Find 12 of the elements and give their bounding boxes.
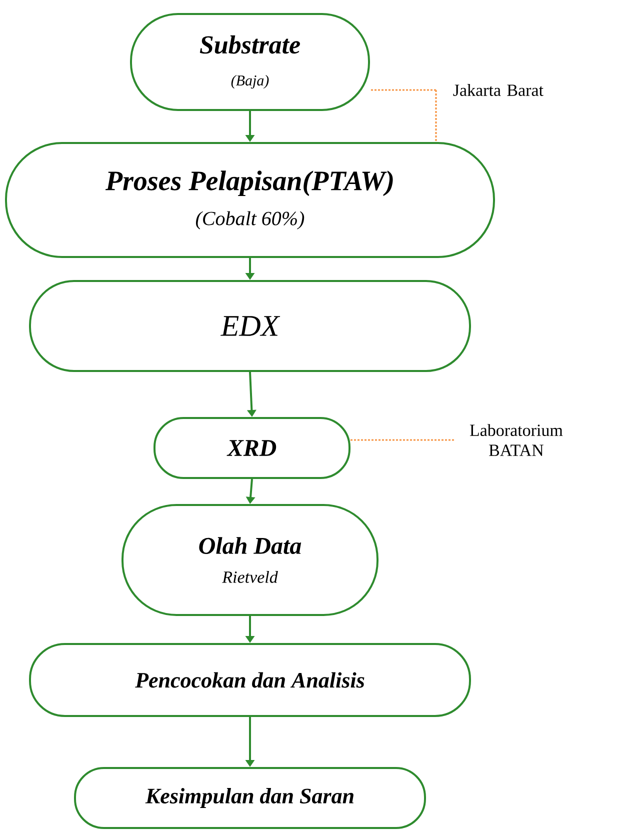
process-box: Proses Pelapisan(PTAW) (Cobalt 60%) (5, 142, 495, 258)
process-box: Olah Data Rietveld (122, 504, 378, 616)
process-box: Substrate (Baja) (130, 13, 370, 111)
process-box: EDX (29, 280, 471, 372)
process-box: XRD (154, 417, 350, 479)
leader-line (435, 90, 437, 142)
location-label: Jakarta Barat (453, 84, 544, 96)
leader-line (350, 439, 454, 441)
leader-line (370, 89, 436, 91)
location-label: Laboratorium BATAN (470, 424, 563, 456)
process-box: Kesimpulan dan Saran (74, 767, 426, 829)
process-box: Pencocokan dan Analisis (29, 643, 471, 717)
